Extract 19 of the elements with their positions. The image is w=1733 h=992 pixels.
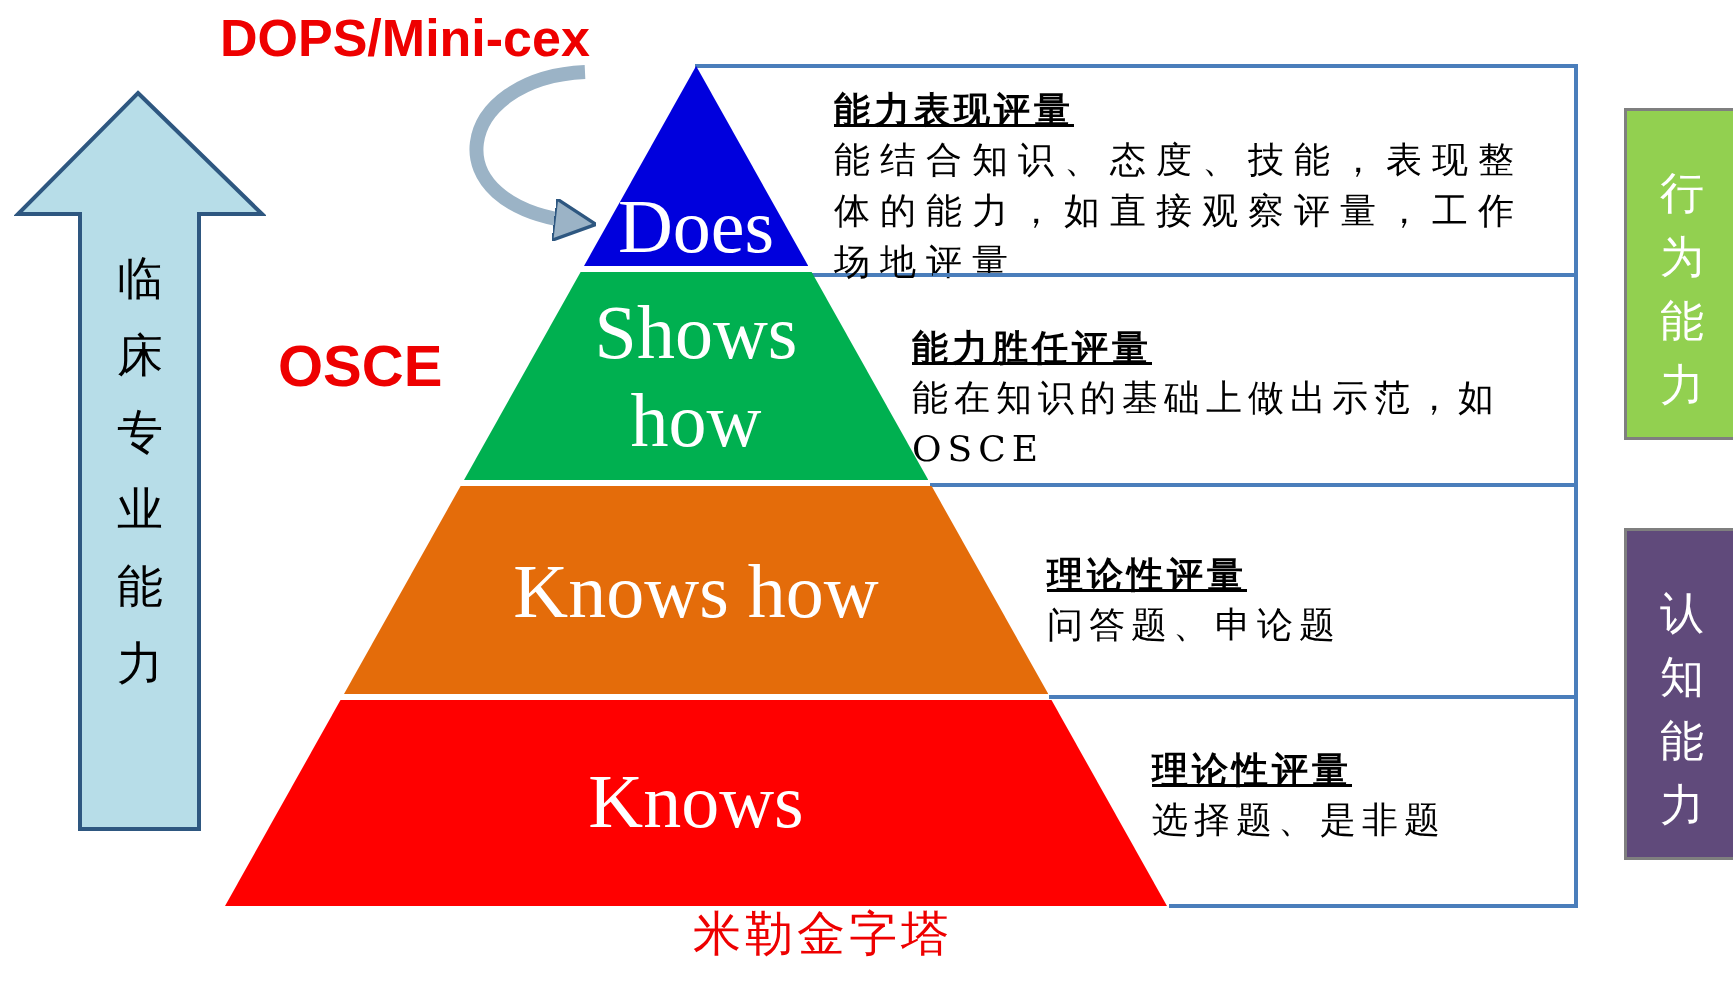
tier-label: Knows (588, 758, 804, 845)
curved-arrow (469, 65, 598, 241)
tier-label: Knows how (513, 548, 879, 635)
arrow-label: 临床专业能力 (116, 250, 164, 692)
category-box: 认知能力 (1624, 528, 1733, 860)
description-heading: 理论性评量 (1047, 552, 1248, 597)
description-box (815, 64, 1578, 277)
description-heading: 理论性评量 (1152, 747, 1353, 792)
description-text: 选择题、是非题 (1152, 798, 1447, 842)
description-heading: 能力胜任评量 (912, 325, 1153, 370)
method-label: OSCE (278, 332, 443, 399)
tier-label: Does (617, 183, 775, 270)
caption: 米勒金字塔 (693, 904, 953, 963)
description-text: 问答题、申论题 (1047, 603, 1342, 647)
description-text: 能在知识的基础上做出示范，如OSCE (912, 376, 1501, 471)
category-box: 行为能力 (1624, 108, 1733, 440)
tier-label: Shows how (593, 289, 799, 464)
method-label: DOPS/Mini-cex (220, 8, 590, 68)
description-heading: 能力表现评量 (834, 87, 1075, 132)
